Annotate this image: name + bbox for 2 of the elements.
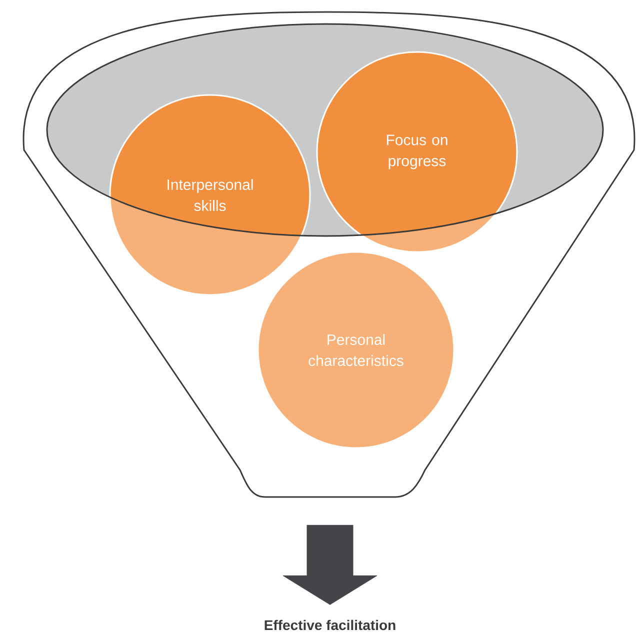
- result-label: Effective facilitation: [264, 620, 396, 630]
- block-arrow: [282, 524, 378, 605]
